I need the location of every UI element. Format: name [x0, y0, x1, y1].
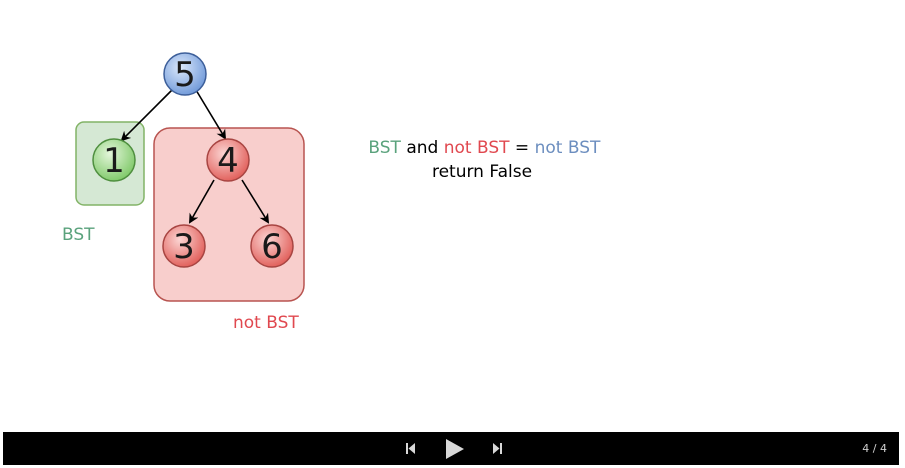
expression-line: BST and not BST = not BST — [331, 138, 628, 158]
edge-5-1 — [120, 89, 173, 142]
expression-result: not BST — [535, 138, 601, 158]
svg-text:4: 4 — [217, 141, 239, 181]
tree-node-5: 5 — [163, 52, 207, 96]
bst-region-label: BST — [62, 225, 95, 245]
skip-forward-icon — [493, 443, 502, 454]
player-control-bar: 4 / 4 — [3, 432, 899, 465]
return-statement: return False — [432, 162, 532, 182]
expression-equals: = — [510, 138, 535, 158]
skip-back-icon — [406, 443, 415, 454]
edge-5-4 — [195, 89, 227, 140]
tree-node-6: 6 — [250, 224, 294, 268]
tree-node-1: 1 — [92, 138, 136, 182]
svg-text:3: 3 — [173, 227, 195, 267]
expression-and: and — [401, 138, 444, 158]
next-button[interactable] — [487, 432, 507, 465]
svg-text:6: 6 — [261, 227, 283, 267]
expression-not-bst: not BST — [444, 138, 510, 158]
bst-diagram: BST not BST 5 1 4 3 6 BST and no — [62, 52, 628, 333]
tree-node-3: 3 — [162, 224, 206, 268]
play-button[interactable] — [439, 432, 471, 465]
not-bst-region-label: not BST — [233, 313, 299, 333]
svg-text:1: 1 — [103, 141, 125, 181]
page-counter: 4 / 4 — [862, 442, 887, 455]
tree-node-4: 4 — [206, 138, 250, 182]
expression-bst: BST — [368, 138, 401, 158]
svg-text:5: 5 — [174, 55, 196, 95]
edge-4-6 — [241, 179, 270, 224]
edge-4-3 — [189, 179, 215, 224]
previous-button[interactable] — [401, 432, 421, 465]
play-icon — [446, 438, 464, 459]
